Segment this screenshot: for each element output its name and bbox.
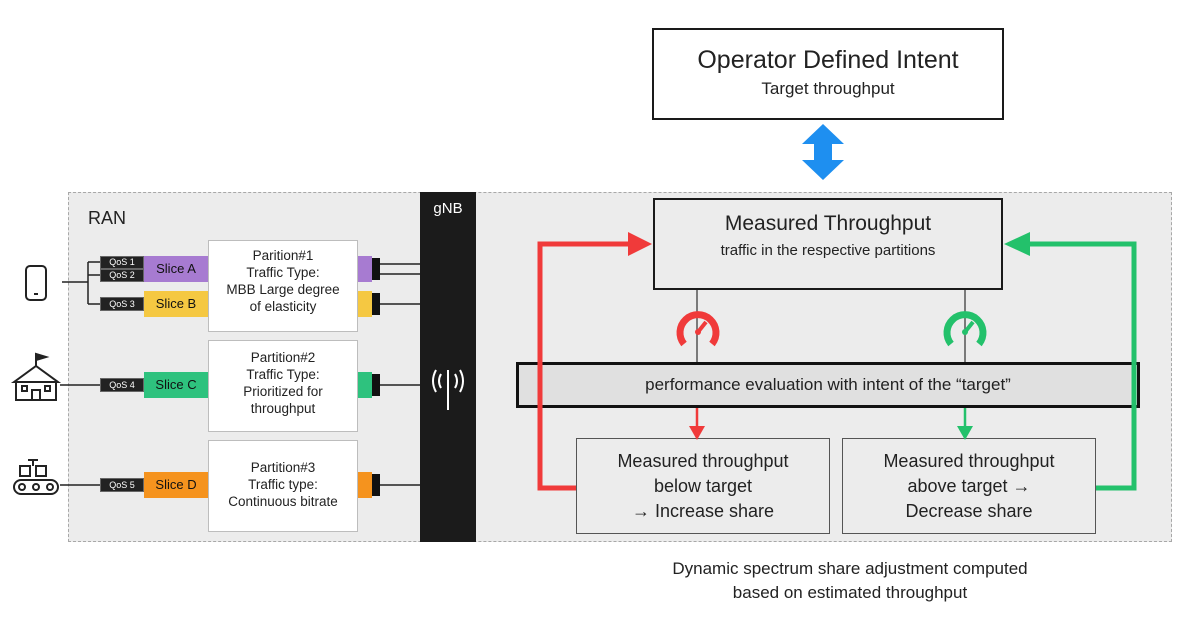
caption: Dynamic spectrum share adjustment comput… [620, 557, 1080, 605]
intent-title: Operator Defined Intent [697, 46, 959, 74]
gnb-links [380, 263, 420, 486]
below-target-box: Measured throughput below target → Incre… [576, 438, 830, 534]
partition-1-line4: of elasticity [249, 299, 317, 314]
red-connector [689, 290, 705, 440]
partition-2-title: Partition#2 [250, 350, 316, 365]
slice-b: Slice B [144, 291, 208, 317]
intent-subtitle: Target throughput [761, 79, 895, 98]
below-line3: → Increase share [631, 501, 775, 521]
qos-2-label: QoS 2 [100, 269, 144, 282]
partition-3-box: Partition#3 Traffic type: Continuous bit… [208, 440, 358, 532]
operator-intent-box: Operator Defined Intent Target throughpu… [652, 28, 1004, 120]
measured-subtitle: traffic in the respective partitions [720, 242, 936, 259]
slice-d: Slice D [144, 472, 208, 498]
red-gauge-icon [676, 311, 720, 347]
above-line1: Measured throughput [883, 451, 1055, 471]
qos-5-label: QoS 5 [100, 478, 144, 492]
partition-1-line3: MBB Large degree [226, 282, 340, 297]
caption-line1: Dynamic spectrum share adjustment comput… [672, 559, 1028, 578]
measured-throughput-box: Measured Throughput traffic in the respe… [653, 198, 1003, 290]
qos-3-label: QoS 3 [100, 297, 144, 311]
blue-double-arrow [802, 124, 844, 180]
performance-evaluation-box: performance evaluation with intent of th… [516, 362, 1140, 408]
red-feedback-arrow [537, 241, 630, 491]
above-line2: above target → [907, 476, 1031, 496]
partition-stubs [358, 256, 380, 498]
below-line2: below target [653, 476, 753, 496]
measured-title: Measured Throughput [724, 212, 932, 235]
slice-c: Slice C [144, 372, 208, 398]
slice-a: Slice A [144, 256, 208, 282]
qos-4-label: QoS 4 [100, 378, 144, 392]
antenna-icon [432, 369, 464, 410]
caption-line2: based on estimated throughput [732, 583, 968, 602]
above-line3: Decrease share [905, 501, 1033, 521]
green-feedback-arrow [1028, 241, 1137, 491]
partition-1-box: Parition#1 Traffic Type: MBB Large degre… [208, 240, 358, 332]
partition-1-title: Parition#1 [252, 248, 314, 263]
partition-3-line2: Traffic type: [248, 477, 318, 492]
factory-conveyor-icon [13, 459, 59, 495]
green-connector [957, 290, 973, 440]
gnb-label: gNB [433, 200, 463, 217]
partition-2-line4: throughput [250, 401, 316, 416]
partition-2-line3: Prioritized for [243, 384, 323, 399]
partition-3-line3: Continuous bitrate [228, 494, 338, 509]
ran-label: RAN [88, 208, 127, 228]
device-links [60, 261, 100, 486]
partition-3-title: Partition#3 [250, 460, 316, 475]
school-building-icon [10, 352, 62, 401]
below-line1: Measured throughput [617, 451, 789, 471]
above-target-box: Measured throughput above target → Decre… [842, 438, 1096, 534]
partition-1-line2: Traffic Type: [246, 265, 320, 280]
gnb-bar [420, 192, 476, 542]
partition-2-box: Partition#2 Traffic Type: Prioritized fo… [208, 340, 358, 432]
red-arrowhead [628, 232, 652, 256]
smartphone-icon [25, 265, 47, 301]
partition-2-line2: Traffic Type: [246, 367, 320, 382]
green-arrowhead [1004, 232, 1030, 256]
green-gauge-icon [943, 311, 987, 347]
qos-1-label: QoS 1 [100, 256, 144, 269]
